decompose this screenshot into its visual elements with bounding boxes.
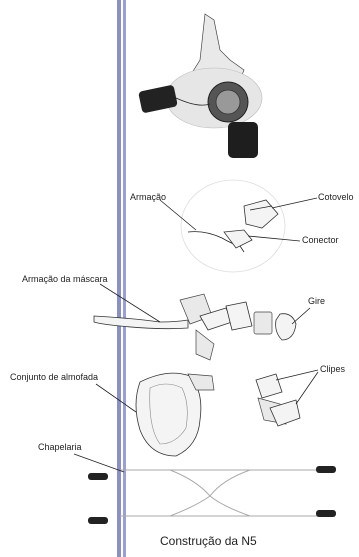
mask-assembly-image — [138, 14, 262, 158]
label-gire: Gire — [308, 296, 325, 306]
label-armacao-mascara: Armação da máscara — [22, 274, 108, 284]
leader-cotovelo — [272, 198, 317, 208]
cushion-assembly-image — [136, 373, 214, 456]
leader-conjunto-almofada — [96, 384, 136, 412]
leader-clipes-2 — [296, 372, 318, 404]
clips-image — [256, 374, 300, 426]
cotovelo-label-group: Cotovelo — [272, 192, 354, 208]
label-chapelaria: Chapelaria — [38, 442, 82, 452]
label-conjunto-almofada: Conjunto de almofada — [10, 372, 98, 382]
leader-clipes-1 — [276, 370, 318, 380]
conector-label-group: Conector — [248, 235, 339, 245]
clipes-label-group: Clipes — [276, 364, 346, 404]
chapelaria-label-group: Chapelaria — [38, 442, 124, 472]
left-rule-outer — [117, 0, 121, 557]
page-frame — [117, 0, 126, 557]
armacao-label-group: Armação — [130, 192, 196, 230]
leader-gire — [292, 308, 310, 324]
leader-armacao-mascara — [100, 284, 160, 322]
leader-armacao — [160, 200, 196, 230]
leader-chapelaria — [74, 454, 124, 472]
label-cotovelo: Cotovelo — [318, 192, 354, 202]
gire-label-group: Gire — [292, 296, 325, 324]
label-conector: Conector — [302, 235, 339, 245]
label-clipes: Clipes — [320, 364, 346, 374]
armacao-mascara-label-group: Armação da máscara — [22, 274, 160, 322]
frame-elbow-connector-image — [181, 180, 285, 272]
leader-conector — [248, 236, 300, 241]
figure-caption: Construção da N5 — [160, 534, 257, 548]
left-rule-inner — [123, 0, 126, 557]
